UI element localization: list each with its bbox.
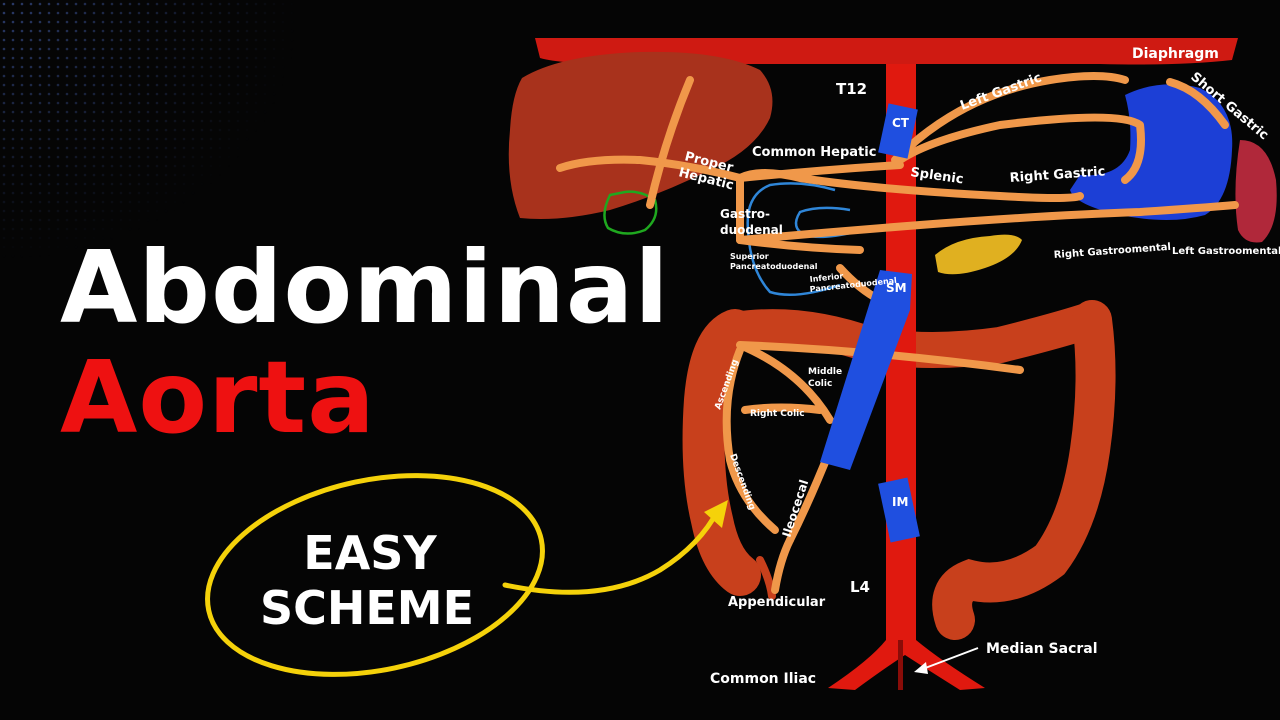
superior-mesenteric-trunk bbox=[820, 270, 912, 470]
label-celiac-trunk: CT bbox=[892, 116, 910, 130]
gallbladder-organ bbox=[603, 190, 658, 235]
label-right-gastroomental: Right Gastroomental bbox=[1053, 242, 1171, 261]
label-middle-colic-1: Middle bbox=[808, 367, 842, 377]
left-gastric-artery bbox=[891, 72, 1129, 164]
spleen-organ bbox=[1235, 140, 1277, 243]
label-common-hepatic: Common Hepatic bbox=[752, 145, 876, 160]
duodenum-inner bbox=[794, 206, 856, 239]
label-superior-mesenteric: SM bbox=[886, 281, 907, 295]
label-left-gastroomental: Left Gastroomental bbox=[1172, 246, 1280, 257]
splenic-artery bbox=[896, 113, 1145, 184]
label-middle-colic-2: Colic bbox=[808, 379, 832, 389]
right-gastric-artery bbox=[736, 169, 1084, 202]
median-sacral-pointer bbox=[914, 647, 979, 674]
duodenum-outline bbox=[746, 182, 841, 297]
inferior-mesenteric-trunk bbox=[878, 477, 920, 543]
celiac-trunk bbox=[878, 103, 918, 159]
appendicular-artery bbox=[771, 536, 794, 594]
label-right-gastric: Right Gastric bbox=[1009, 164, 1106, 186]
short-gastric-artery bbox=[1166, 78, 1229, 129]
background-dot-pattern bbox=[0, 0, 300, 260]
label-gastroduodenal-2: duodenal bbox=[720, 223, 783, 237]
label-t12: T12 bbox=[836, 80, 867, 98]
branch-arteries bbox=[556, 72, 1239, 594]
pancreas-organ bbox=[935, 234, 1022, 275]
gastroomental-artery bbox=[736, 201, 1239, 244]
abdominal-aorta bbox=[828, 64, 985, 690]
liver-organ bbox=[508, 51, 773, 220]
hepatic-branch bbox=[646, 76, 694, 209]
badge-arrow bbox=[502, 500, 728, 595]
proper-hepatic-artery bbox=[556, 155, 744, 182]
ascending-descending-branch bbox=[722, 346, 779, 534]
label-right-colic: Right Colic bbox=[750, 409, 805, 419]
label-l4: L4 bbox=[850, 578, 870, 596]
label-median-sacral: Median Sacral bbox=[986, 641, 1098, 657]
title-line-2: Aorta bbox=[60, 339, 376, 456]
label-appendicular: Appendicular bbox=[728, 595, 826, 610]
sup-pancreatoduodenal-artery bbox=[736, 236, 864, 254]
median-sacral-artery bbox=[898, 640, 903, 690]
label-splenic: Splenic bbox=[909, 165, 964, 187]
label-sup-pancreatoduodenal-2: Pancreatoduodenal bbox=[730, 262, 818, 271]
label-inf-pancreatoduodenal-1: Inferior bbox=[809, 272, 844, 284]
right-colic-artery bbox=[741, 403, 824, 414]
label-common-iliac: Common Iliac bbox=[710, 671, 816, 687]
colon-organ bbox=[682, 300, 1116, 640]
label-gastroduodenal-1: Gastro- bbox=[720, 207, 770, 221]
label-descending: Descending bbox=[727, 453, 757, 512]
badge-line-2: SCHEME bbox=[259, 581, 474, 635]
middle-colic-artery bbox=[736, 341, 1024, 424]
stomach-organ bbox=[1070, 84, 1233, 220]
title-line-1: Abdominal bbox=[60, 229, 670, 346]
badge-line-1: EASY bbox=[303, 526, 437, 580]
label-left-gastric: Left Gastric bbox=[958, 70, 1043, 113]
badge-ring bbox=[205, 473, 545, 677]
label-diaphragm: Diaphragm bbox=[1132, 46, 1219, 62]
label-inferior-mesenteric: IM bbox=[892, 495, 908, 509]
label-sup-pancreatoduodenal-1: Superior bbox=[730, 252, 769, 261]
